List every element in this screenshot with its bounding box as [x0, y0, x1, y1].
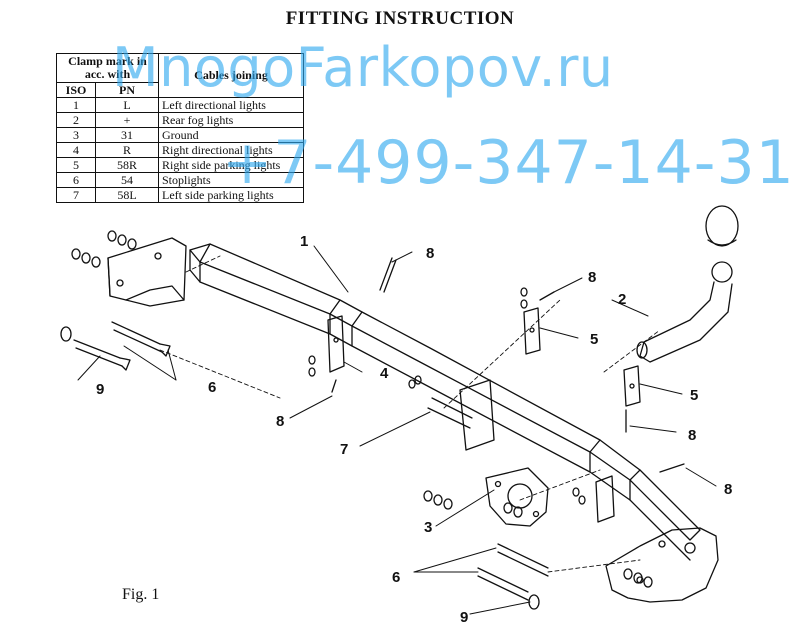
- cable-cell: Left side parking lights: [158, 187, 304, 203]
- cable-cell: Right directional lights: [158, 142, 304, 158]
- callout-5-upper: 5: [590, 331, 598, 348]
- leader-lines: [77, 245, 717, 615]
- bracket-5-lower: [623, 365, 641, 407]
- small-bolts: [331, 257, 685, 473]
- callout-1: 1: [300, 233, 308, 250]
- callout-2: 2: [618, 291, 626, 308]
- bracket-middle: [459, 379, 615, 523]
- bracket-4: [327, 315, 345, 373]
- figure-label: Fig. 1: [122, 586, 160, 603]
- callout-6-right: 6: [392, 569, 400, 586]
- assembly-lines: [159, 255, 661, 573]
- left-mounting-bracket: [107, 237, 187, 307]
- callout-5-lower: 5: [690, 387, 698, 404]
- bracket-5-upper: [523, 307, 541, 355]
- clamp-table: Clamp mark in acc. with Cables joining I…: [56, 53, 304, 203]
- callout-8-upper-right: 8: [588, 269, 596, 286]
- callout-4: 4: [380, 365, 389, 382]
- callout-9-left: 9: [96, 381, 104, 398]
- table-row: 2 + Rear fog lights: [56, 112, 304, 128]
- tow-ball-assembly: [636, 205, 739, 363]
- callout-8-left: 8: [276, 413, 284, 430]
- long-bolts: [73, 321, 549, 601]
- pn-cell: 58R: [95, 157, 159, 173]
- right-end-plate: [605, 527, 719, 603]
- iso-cell: 7: [56, 187, 96, 203]
- callout-6-left: 6: [208, 379, 216, 396]
- callout-8-top: 8: [426, 245, 434, 262]
- callout-8-right: 8: [688, 427, 696, 444]
- table-row: 7 58L Left side parking lights: [56, 187, 304, 203]
- cable-cell: Rear fog lights: [158, 112, 304, 128]
- callout-8-far-right: 8: [724, 481, 732, 498]
- main-cross-beam: [189, 243, 701, 561]
- washers-and-nuts: [60, 230, 653, 610]
- callout-7: 7: [340, 441, 348, 458]
- pn-header: PN: [95, 82, 159, 98]
- callout-9-right: 9: [460, 609, 468, 626]
- socket-plate: [485, 467, 549, 527]
- table-row: 5 58R Right side parking lights: [56, 157, 304, 173]
- callout-3: 3: [424, 519, 432, 536]
- clamp-mark-header: Clamp mark in acc. with: [56, 53, 159, 83]
- table-row: 4 R Right directional lights: [56, 142, 304, 158]
- page-title: FITTING INSTRUCTION: [285, 8, 515, 29]
- table-row: 6 54 Stoplights: [56, 172, 304, 188]
- cable-cell: Right side parking lights: [158, 157, 304, 173]
